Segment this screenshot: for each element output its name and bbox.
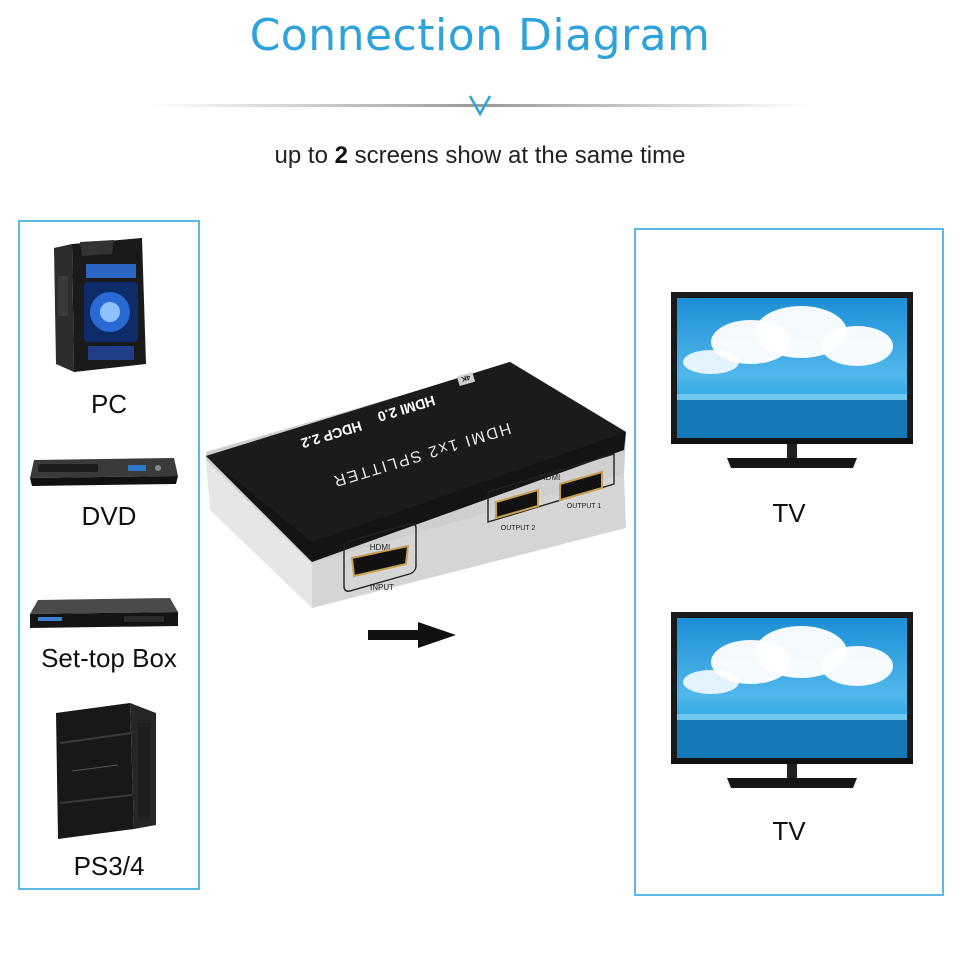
input-port-top-label: HDMI [370, 543, 390, 552]
game-console-icon [56, 703, 156, 839]
hdmi-output-ports: HDMI OUTPUT 2 OUTPUT 1 [487, 453, 615, 532]
display-label-tv-2: TV [772, 816, 806, 846]
svg-text:INPUT: INPUT [370, 583, 394, 592]
svg-text:HDMI: HDMI [540, 473, 560, 482]
dvd-player-icon [30, 458, 178, 486]
page-subtitle: up to 2 screens show at the same time [0, 142, 960, 170]
splitter-badge: 4K [460, 373, 471, 382]
subtitle-screen-count: 2 [334, 142, 348, 169]
display-label-tv-1: TV [772, 498, 806, 528]
svg-text:HDMI: HDMI [370, 543, 390, 552]
input-port-bottom-label: INPUT [370, 583, 394, 592]
svg-text:OUTPUT 2: OUTPUT 2 [501, 525, 536, 532]
output-1-label: OUTPUT 1 [567, 503, 602, 510]
hdmi-splitter-device: 4K HDMI 2.0 HDCP 2.2 HDMI 1x2 SPLITTER H… [206, 362, 626, 608]
source-label-pc: PC [90, 389, 128, 419]
svg-text:4K: 4K [460, 373, 471, 382]
pc-tower-icon [54, 238, 146, 372]
header-divider [150, 104, 810, 107]
page-title: Connection Diagram [249, 10, 711, 61]
source-label-set-top-box: Set-top Box [41, 643, 177, 673]
tv-icon [671, 292, 913, 468]
subtitle-prefix: up to [274, 142, 335, 169]
tv-icon [671, 612, 913, 788]
subtitle-suffix: screens show at the same time [347, 142, 686, 169]
arrow-right-icon [368, 622, 456, 648]
svg-text:OUTPUT 1: OUTPUT 1 [567, 503, 602, 510]
hdmi-output-2-port[interactable]: OUTPUT 2 [495, 488, 539, 532]
chevron-down-icon [468, 95, 492, 117]
set-top-box-icon [30, 598, 178, 628]
source-label-ps: PS3/4 [73, 851, 145, 881]
hdmi-input-port[interactable]: HDMI INPUT [343, 522, 417, 593]
source-label-dvd: DVD [81, 501, 137, 531]
output-port-header-label: HDMI [540, 473, 560, 482]
hdmi-output-1-port[interactable]: OUTPUT 1 [559, 470, 603, 510]
output-2-label: OUTPUT 2 [501, 525, 536, 532]
